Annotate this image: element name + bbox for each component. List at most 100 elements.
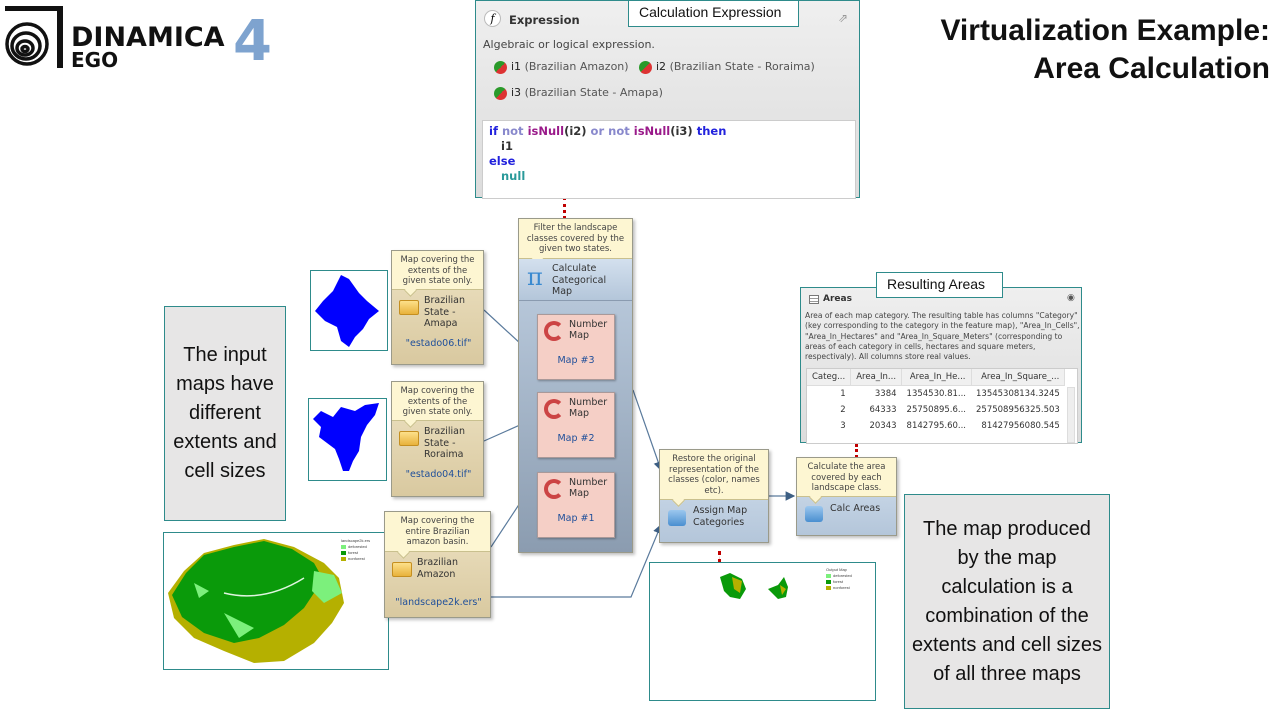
table-scrollbar[interactable] — [1067, 387, 1075, 443]
callout-resulting-areas: Resulting Areas — [876, 272, 1003, 298]
code-keyword: else — [489, 154, 516, 168]
input-label: (Brazilian State - Roraima) — [669, 60, 815, 73]
note-output-map: The map produced by the map calculation … — [904, 494, 1110, 709]
node-assign-map-categories[interactable]: Restore the original representation of t… — [659, 449, 769, 543]
node-input-roraima[interactable]: Map covering the extents of the given st… — [391, 381, 484, 497]
folder-icon — [392, 562, 412, 577]
magnet-icon — [544, 399, 564, 419]
code-keyword: not — [501, 124, 524, 138]
code-keyword: if — [489, 124, 498, 138]
panel-header: Expression — [509, 13, 580, 27]
logo-version: 4 — [233, 9, 272, 74]
node-filename: "estado04.tif" — [405, 469, 472, 480]
magnet-icon — [544, 479, 564, 499]
state-shape — [315, 275, 379, 347]
number-map-type: Number Map — [569, 319, 608, 341]
column-header[interactable]: Categ... — [807, 369, 852, 386]
code-arg: (i3) — [670, 124, 693, 138]
connector-calc-assign — [632, 389, 663, 472]
node-tooltip: Calculate the area covered by each lands… — [797, 458, 896, 497]
output-map-shapes — [720, 573, 788, 599]
table-icon — [809, 295, 819, 304]
node-filename: "landscape2k.ers" — [395, 597, 482, 608]
legend-item: deforested — [826, 573, 852, 579]
legend-item: deforested — [341, 544, 370, 550]
legend-item: forest — [341, 550, 370, 556]
code-keyword: then — [696, 124, 727, 138]
legend-input: landscape2k.ers deforested forest nonfor… — [341, 538, 370, 562]
number-map-3[interactable]: Number Map Map #3 — [537, 314, 615, 380]
folder-icon — [399, 431, 419, 446]
node-tooltip: Map covering the entire Brazilian amazon… — [385, 512, 490, 552]
panel-header: Areas — [823, 294, 852, 304]
areas-table[interactable]: Categ... Area_In... Area_In_He... Area_I… — [806, 368, 1078, 444]
note-input-maps: The input maps have different extents an… — [164, 306, 286, 521]
number-map-2[interactable]: Number Map Map #2 — [537, 392, 615, 458]
slide-title: Virtualization Example: Area Calculation — [940, 12, 1270, 88]
areas-panel: Areas ◉ Area of each map category. The r… — [800, 287, 1082, 444]
node-label: Assign Map Categories — [693, 505, 748, 528]
pi-icon: π — [527, 263, 543, 291]
input-label: (Brazilian Amazon) — [524, 60, 629, 73]
node-tooltip: Map covering the extents of the given st… — [392, 251, 483, 290]
legend-title: landscape2k.ers — [341, 538, 371, 543]
areas-description: Area of each map category. The resulting… — [805, 311, 1080, 362]
map-roraima — [308, 398, 387, 481]
node-filename: "estado06.tif" — [405, 338, 472, 349]
number-map-label: Map #3 — [557, 355, 595, 366]
view-icon[interactable]: ◉ — [1067, 293, 1075, 303]
node-tooltip: Restore the original representation of t… — [660, 450, 768, 500]
map-amazon: landscape2k.ers deforested forest nonfor… — [163, 532, 389, 670]
map-icon — [639, 60, 652, 74]
cube-icon — [668, 510, 686, 526]
node-calc-areas[interactable]: Calculate the area covered by each lands… — [796, 457, 897, 536]
legend-item: nonforest — [341, 556, 370, 562]
input-label: (Brazilian State - Amapa) — [524, 86, 663, 99]
code-function: isNull — [633, 124, 671, 138]
legend-output: Output Map deforested forest nonforest — [826, 567, 852, 591]
expression-description: Algebraic or logical expression. — [483, 38, 655, 51]
expression-panel: f Expression ⇗ Algebraic or logical expr… — [475, 0, 860, 199]
title-line-2: Area Calculation — [1033, 52, 1270, 85]
link-areas — [855, 444, 858, 458]
table-header-row: Categ... Area_In... Area_In_He... Area_I… — [807, 369, 1066, 386]
legend-item: nonforest — [826, 585, 852, 591]
number-map-type: Number Map — [569, 477, 608, 499]
input-i1: i1 (Brazilian Amazon) — [494, 60, 629, 74]
node-input-amazon[interactable]: Map covering the entire Brazilian amazon… — [384, 511, 491, 618]
number-map-label: Map #1 — [557, 513, 595, 524]
node-tooltip: Filter the landscape classes covered by … — [519, 219, 632, 259]
code-keyword: not — [608, 124, 630, 138]
code-line: i1 — [501, 139, 513, 153]
input-i2: i2 (Brazilian State - Roraima) — [639, 60, 815, 74]
code-keyword: null — [501, 169, 526, 183]
title-line-1: Virtualization Example: — [940, 14, 1270, 47]
callout-calculation-expression: Calculation Expression — [628, 0, 799, 27]
node-label: Calculate Categorical Map — [552, 263, 607, 297]
input-i3: i3 (Brazilian State - Amapa) — [494, 86, 663, 100]
link-output — [718, 551, 721, 563]
legend-item: forest — [826, 579, 852, 585]
number-map-1[interactable]: Number Map Map #1 — [537, 472, 615, 538]
amazon-map — [168, 539, 344, 663]
input-id: i1 — [511, 60, 522, 73]
node-label: Brazilian State - Amapa — [424, 295, 465, 329]
function-icon: f — [484, 10, 501, 27]
column-header[interactable]: Area_In... — [850, 369, 903, 386]
folder-icon — [399, 300, 419, 315]
logo-ego: EGO — [71, 48, 119, 72]
column-header[interactable]: Area_In_He... — [901, 369, 972, 386]
legend-title: Output Map — [826, 567, 847, 572]
map-icon — [494, 86, 507, 100]
expand-icon[interactable]: ⇗ — [838, 11, 849, 25]
node-calculate-categorical-map[interactable]: Filter the landscape classes covered by … — [518, 218, 633, 553]
column-header[interactable]: Area_In_Square_... — [971, 369, 1066, 386]
expression-editor[interactable]: if not isNull(i2) or not isNull(i3) then… — [482, 120, 856, 199]
node-label: Calc Areas — [830, 503, 881, 514]
node-input-amapa[interactable]: Map covering the extents of the given st… — [391, 250, 484, 365]
state-shape — [313, 403, 379, 471]
connector-amazon-assign — [491, 523, 663, 598]
